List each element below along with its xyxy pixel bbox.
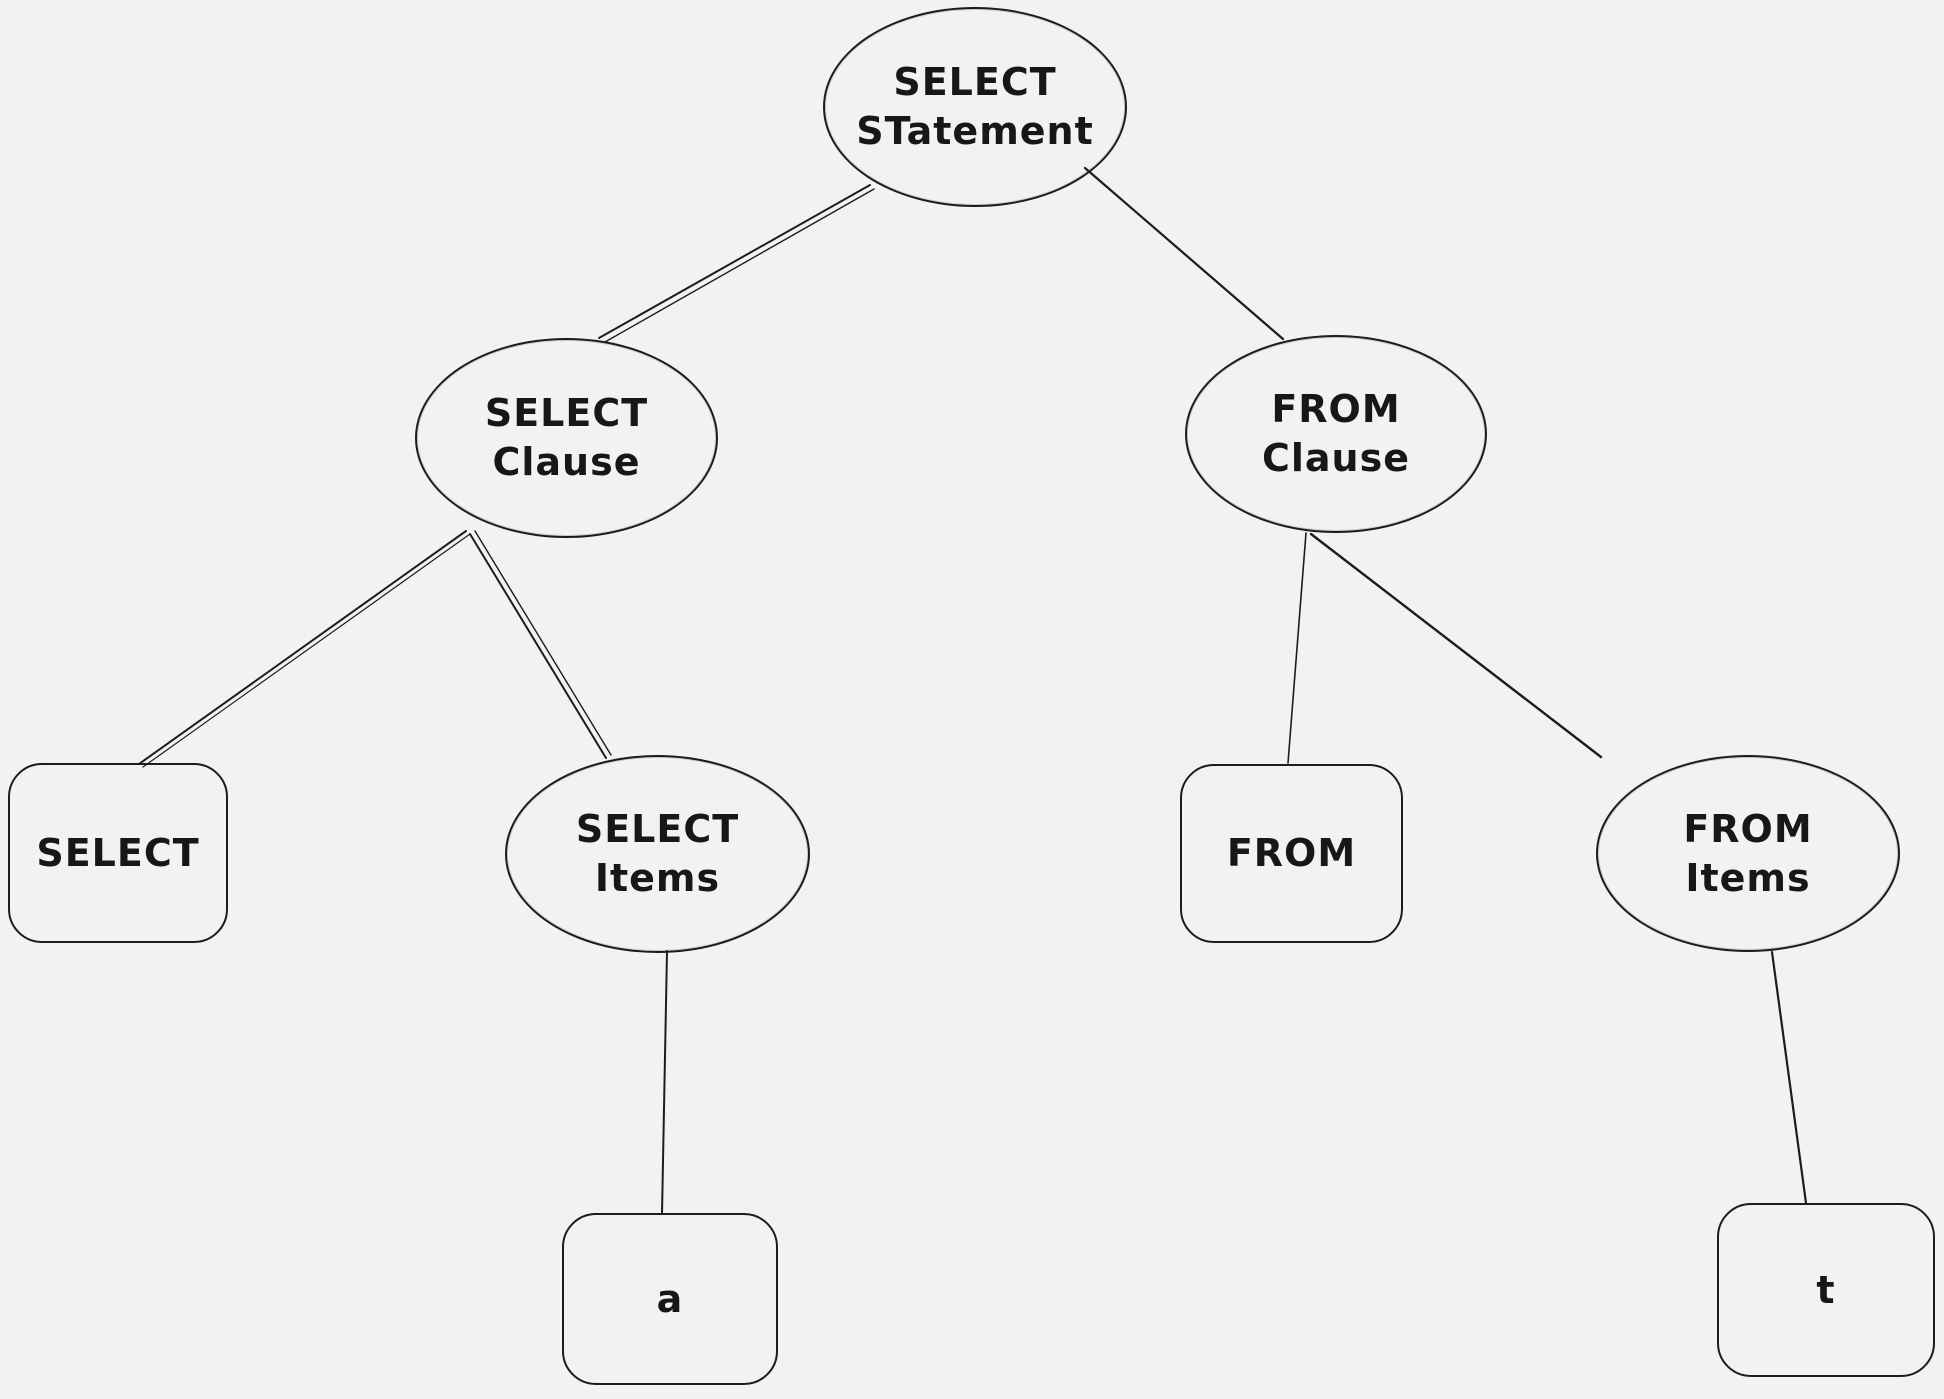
node-from-items-label-line1: FROM xyxy=(1683,806,1813,851)
edge-from-items-to-item-t xyxy=(1770,950,1808,1205)
node-from-clause-label-line2: Clause xyxy=(1262,436,1410,480)
node-item-a-label: a xyxy=(656,1276,684,1321)
node-select-keyword: SELECT xyxy=(8,763,228,943)
edge-select-statement-to-select-clause xyxy=(598,184,871,339)
node-select-items: SELECT Items xyxy=(505,755,810,953)
node-select-statement: SELECT STatement xyxy=(823,7,1127,207)
node-from-keyword: FROM xyxy=(1180,764,1403,943)
node-select-items-label-line2: Items xyxy=(594,856,721,900)
edge-select-items-to-item-a xyxy=(661,950,668,1215)
node-select-clause-label-line2: Clause xyxy=(492,440,641,484)
node-select-items-label-line1: SELECT xyxy=(575,807,740,852)
node-select-statement-label-line2: STatement xyxy=(856,109,1094,153)
node-from-items-label-line2: Items xyxy=(1685,855,1811,900)
node-from-clause-label-line1: FROM xyxy=(1271,387,1401,432)
node-from-keyword-label: FROM xyxy=(1226,831,1357,876)
node-item-a: a xyxy=(562,1213,778,1385)
edge-select-statement-to-select-clause-sketch xyxy=(604,188,875,343)
edge-from-clause-to-from-keyword xyxy=(1287,532,1307,764)
edge-select-statement-to-from-clause xyxy=(1083,166,1285,341)
edge-select-clause-to-select-keyword-sketch xyxy=(142,533,471,768)
edge-select-clause-to-select-items-sketch xyxy=(474,530,612,756)
node-select-clause: SELECT Clause xyxy=(415,338,718,538)
node-item-t-label: t xyxy=(1816,1267,1836,1312)
node-select-keyword-label: SELECT xyxy=(36,830,200,875)
node-select-clause-label-line1: SELECT xyxy=(484,391,649,436)
edge-select-clause-to-select-items xyxy=(469,533,607,759)
node-item-t: t xyxy=(1717,1203,1935,1377)
node-from-clause: FROM Clause xyxy=(1185,335,1487,533)
edge-select-clause-to-select-keyword xyxy=(138,530,467,765)
node-select-statement-label-line1: SELECT xyxy=(893,60,1057,105)
edge-from-clause-to-from-items xyxy=(1309,532,1603,759)
node-from-items: FROM Items xyxy=(1596,755,1900,952)
